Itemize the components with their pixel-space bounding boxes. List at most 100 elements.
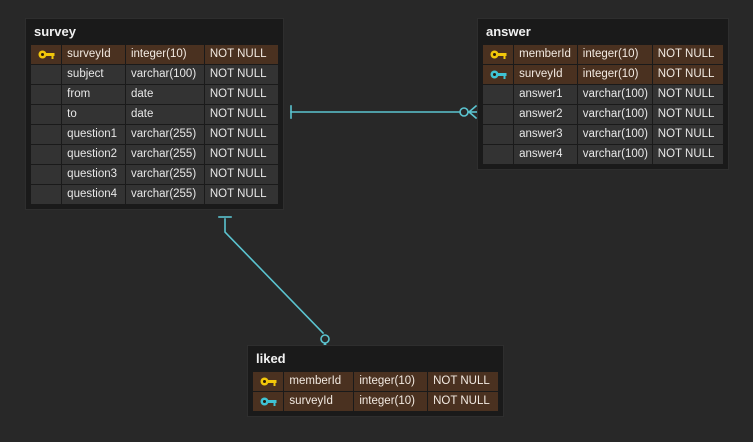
column-type-cell: integer(10) [354,392,428,411]
column-name-cell: question3 [62,165,125,184]
column-nullability-cell: NOT NULL [652,65,723,84]
column-name-cell: subject [62,65,125,84]
column-nullability-cell: NOT NULL [204,125,278,144]
column-key-cell [483,145,514,164]
column-name-cell: surveyId [62,45,125,64]
column-type-cell: varchar(255) [125,165,204,184]
column-nullability-cell: NOT NULL [204,45,278,64]
column-nullability-cell: NOT NULL [204,165,278,184]
primary-key-icon [260,376,277,387]
column-key-cell [31,45,62,64]
column-nullability-cell: NOT NULL [204,85,278,104]
column-name-cell: memberId [514,45,577,64]
column-name-cell: answer1 [514,85,577,104]
column-name-cell: question2 [62,145,125,164]
column-name-cell: question1 [62,125,125,144]
column-name-cell: from [62,85,125,104]
foreign-key-icon [490,69,507,80]
column-name-cell: surveyId [514,65,577,84]
column-name-cell: memberId [284,372,354,391]
column-key-cell [31,185,62,204]
column-key-cell [31,85,62,104]
column-name-cell: to [62,105,125,124]
column-nullability-cell: NOT NULL [652,85,723,104]
column-key-cell [483,65,514,84]
column-type-cell: varchar(100) [577,105,652,124]
entity-table-title: survey [34,24,76,39]
crowsfoot-line-bot [467,110,478,120]
column-key-cell [483,105,514,124]
column-key-cell [483,45,514,64]
column-key-cell [483,85,514,104]
column-name-cell: answer4 [514,145,577,164]
column-nullability-cell: NOT NULL [428,392,498,411]
column-nullability-cell: NOT NULL [204,65,278,84]
column-nullability-cell: NOT NULL [204,185,278,204]
column-nullability-cell: NOT NULL [652,125,723,144]
column-type-cell: date [125,85,204,104]
column-nullability-cell: NOT NULL [428,372,498,391]
entity-table-title: liked [256,351,286,366]
primary-key-icon [38,49,55,60]
column-name-cell: answer2 [514,105,577,124]
column-key-cell [253,392,284,411]
cardinality-zero-marker [320,334,330,344]
column-name-cell: question4 [62,185,125,204]
crowsfoot-line-top [467,104,478,114]
column-type-cell: varchar(255) [125,145,204,164]
column-type-cell: varchar(255) [125,125,204,144]
column-type-cell: integer(10) [577,65,652,84]
column-key-cell [31,145,62,164]
column-key-cell [31,105,62,124]
column-type-cell: integer(10) [354,372,428,391]
column-key-cell [31,125,62,144]
column-nullability-cell: NOT NULL [204,105,278,124]
column-nullability-cell: NOT NULL [652,145,723,164]
primary-key-icon [490,49,507,60]
column-key-cell [483,125,514,144]
column-type-cell: integer(10) [125,45,204,64]
cardinality-zero-marker [459,107,469,117]
column-type-cell: varchar(100) [577,85,652,104]
column-type-cell: varchar(255) [125,185,204,204]
column-name-cell: answer3 [514,125,577,144]
column-key-cell [31,165,62,184]
column-type-cell: varchar(100) [125,65,204,84]
relationship-survey-answer[interactable] [290,104,478,120]
column-nullability-cell: NOT NULL [204,145,278,164]
relationship-survey-liked[interactable] [218,216,333,354]
column-type-cell: integer(10) [577,45,652,64]
column-key-cell [253,372,284,391]
column-nullability-cell: NOT NULL [652,105,723,124]
foreign-key-icon [260,396,277,407]
column-type-cell: date [125,105,204,124]
column-key-cell [31,65,62,84]
column-type-cell: varchar(100) [577,125,652,144]
column-type-cell: varchar(100) [577,145,652,164]
column-nullability-cell: NOT NULL [652,45,723,64]
entity-table-title: answer [486,24,531,39]
